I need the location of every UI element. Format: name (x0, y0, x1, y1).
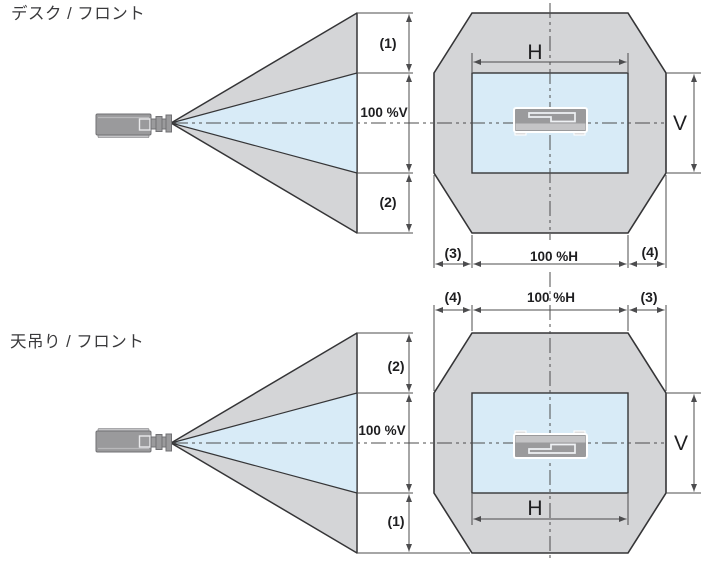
dim-label-4: (4) (641, 244, 658, 260)
dim-label-v: V (673, 112, 687, 135)
diagram-title: デスク / フロント (11, 3, 145, 23)
v-dimension: V (666, 72, 701, 174)
top-dimensions: (4) 100 %H (3) (433, 289, 667, 391)
projector-side-icon-inverted (95, 428, 172, 453)
dim-label-3: (3) (444, 245, 461, 261)
dim-label-2: (2) (387, 358, 404, 374)
bottom-dimensions: (3) 100 %H (4) (433, 175, 667, 268)
v-dimension: V (666, 392, 701, 494)
dim-label-v: V (674, 432, 688, 455)
dim-label-2: (2) (379, 194, 396, 210)
projector-top-view-icon-inverted (513, 430, 588, 459)
lens-barrel (165, 114, 172, 133)
desk-front-diagram: デスク / フロント (11, 3, 701, 268)
h-dimension: H (471, 494, 629, 525)
ceiling-front-diagram: 天吊り / フロント (10, 272, 701, 562)
left-dimensions: (1) 100 %V (2) (357, 12, 413, 234)
dim-label-100v: 100 %V (360, 105, 407, 120)
lens-window (138, 118, 151, 131)
projector-top-view-icon (513, 107, 588, 136)
dim-label-100v: 100 %V (358, 423, 405, 438)
dim-label-100h: 100 %H (527, 290, 575, 305)
dim-label-4: (4) (444, 289, 461, 305)
lens-window (138, 435, 151, 448)
dim-label-3: (3) (640, 289, 657, 305)
dim-label-h: H (527, 497, 542, 520)
dim-label-1: (1) (379, 35, 396, 51)
lens-barrel (165, 433, 172, 452)
h-dimension: H (471, 41, 629, 72)
diagram-title: 天吊り / フロント (10, 333, 144, 351)
dim-label-1: (1) (387, 513, 404, 529)
projector-side-icon (95, 113, 172, 138)
dim-label-h: H (527, 41, 542, 64)
dim-label-100h: 100 %H (530, 249, 578, 264)
left-dimensions: (2) 100 %V (1) (357, 332, 470, 554)
